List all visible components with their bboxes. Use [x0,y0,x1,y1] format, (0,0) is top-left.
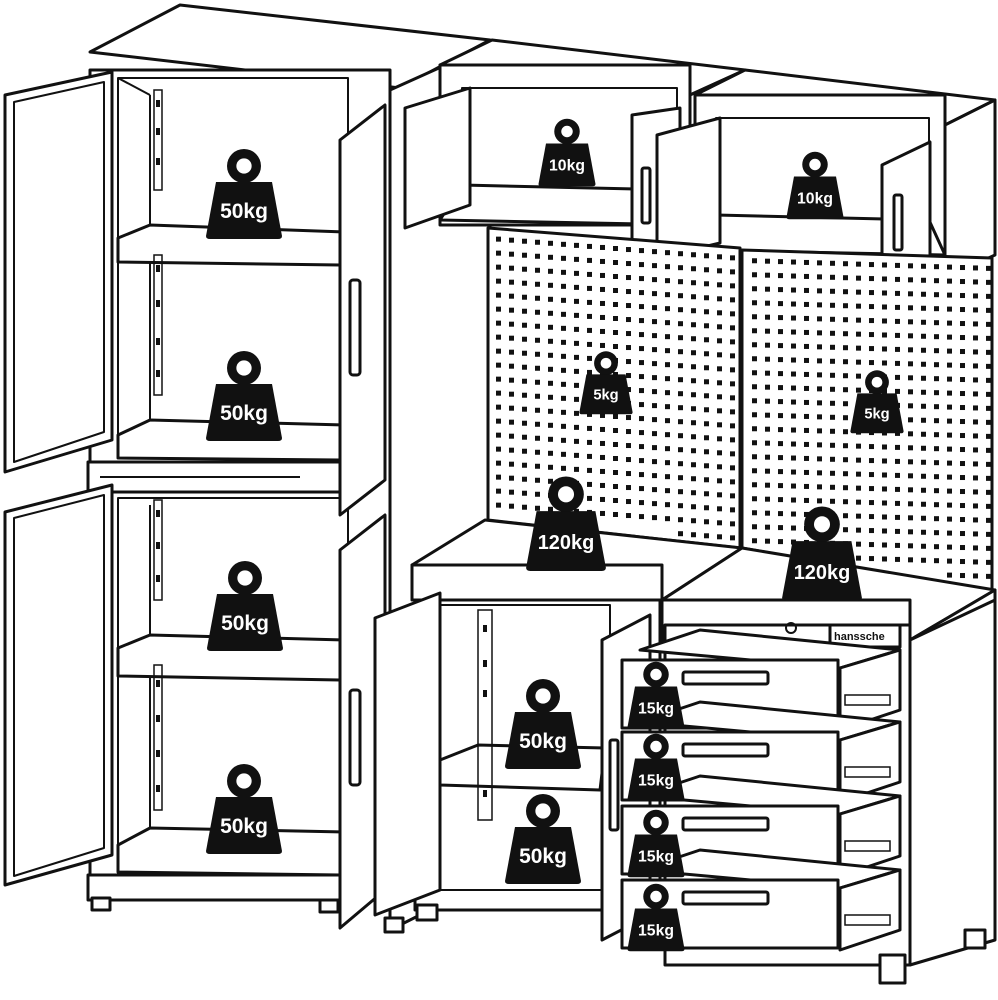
weight-label: 5kg [864,407,889,423]
weight-badge-tall-upper-bottom: 50kg [206,351,282,441]
weight-label: 50kg [519,845,567,868]
weight-badge-drawer-4: 15kg [627,883,685,952]
weight-badges: 50kg 50kg 50kg 50kg 10kg 10kg 5kg 5kg 120kg 120kg… [206,118,904,952]
weight-label: 15kg [638,923,674,940]
weight-badge-base-cabinet-shelf: 50kg [505,679,581,769]
workbench: hanssche [373,518,997,985]
weight-label: 50kg [519,730,567,753]
weight-label: 50kg [220,200,268,223]
weight-label: 5kg [593,388,618,404]
weight-label: 10kg [549,158,585,175]
weight-badge-wall-cabinet-right: 10kg [786,151,844,220]
weight-badge-tall-lower-bottom: 50kg [206,764,282,854]
weight-badge-worktop-left: 120kg [526,476,606,571]
weight-badge-drawer-3: 15kg [627,809,685,878]
weight-badge-tall-upper-top-shelf: 50kg [206,149,282,239]
weight-label: 15kg [638,773,674,790]
weight-label: 50kg [220,815,268,838]
weight-badge-pegboard-right: 5kg [850,370,904,434]
weight-badge-wall-cabinet-left: 10kg [538,118,596,187]
weight-badge-base-cabinet-bottom: 50kg [505,794,581,884]
weight-label: 120kg [538,532,595,554]
weight-badge-tall-lower-shelf: 50kg [207,561,283,651]
weight-badge-worktop-right: 120kg [782,506,862,601]
weight-label: 120kg [794,562,851,584]
weight-label: 50kg [221,612,269,635]
weight-badge-drawer-2: 15kg [627,733,685,802]
weight-label: 15kg [638,849,674,866]
weight-badge-drawer-1: 15kg [627,661,685,730]
weight-label: 50kg [220,402,268,425]
wall-cabinets [403,38,997,287]
weight-badge-pegboard-left: 5kg [579,351,633,415]
brand-plate: hanssche [834,631,885,643]
weight-label: 10kg [797,191,833,208]
weight-label: 15kg [638,701,674,718]
